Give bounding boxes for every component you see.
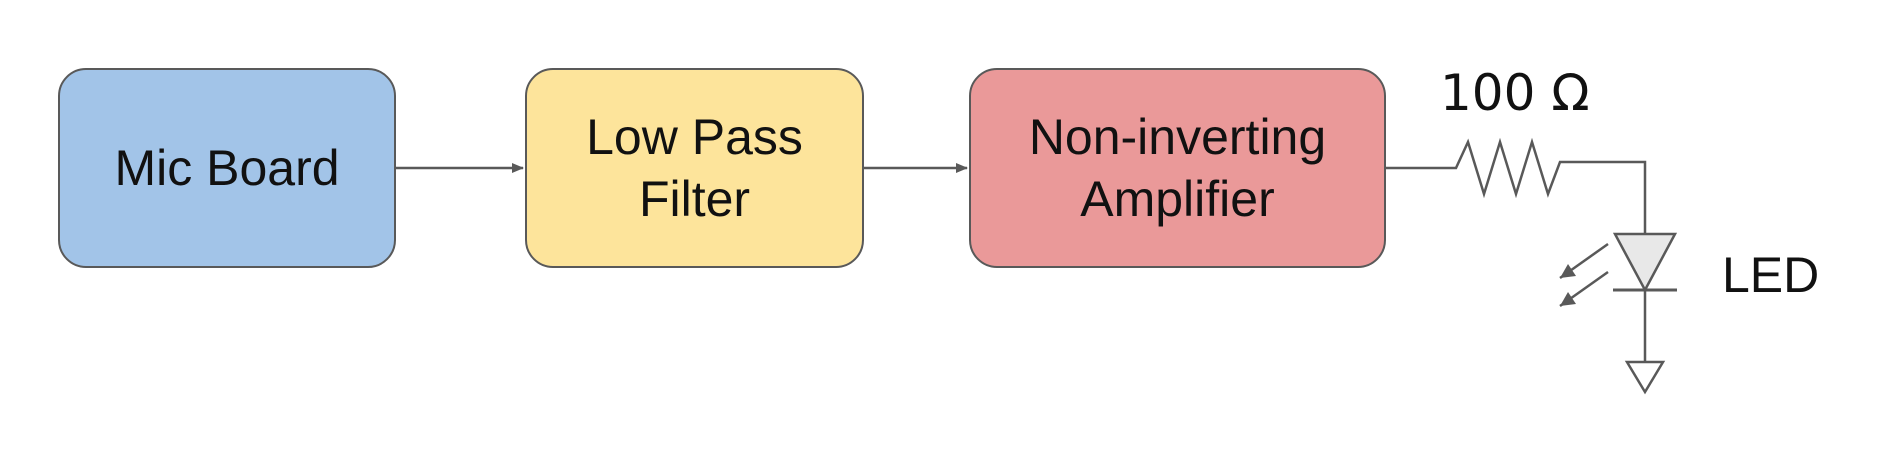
- mic-board-block: Mic Board: [58, 68, 396, 268]
- non-inverting-amplifier-block: Non-inverting Amplifier: [969, 68, 1386, 268]
- low-pass-filter-label: Low Pass Filter: [586, 109, 803, 227]
- led-light-ray-lower-arrowhead-icon: [1560, 292, 1576, 306]
- low-pass-filter-block: Low Pass Filter: [525, 68, 864, 268]
- led-diode-symbol: [1612, 232, 1678, 293]
- resistor-value-label: 100 Ω: [1440, 64, 1590, 122]
- led-light-ray-upper-arrowhead-icon: [1560, 264, 1576, 278]
- mic-board-label: Mic Board: [114, 140, 340, 196]
- led-label: LED: [1722, 247, 1820, 303]
- ground-symbol: [1624, 360, 1666, 395]
- non-inverting-amplifier-label: Non-inverting Amplifier: [1028, 109, 1327, 227]
- resistor-symbol: [1386, 137, 1647, 234]
